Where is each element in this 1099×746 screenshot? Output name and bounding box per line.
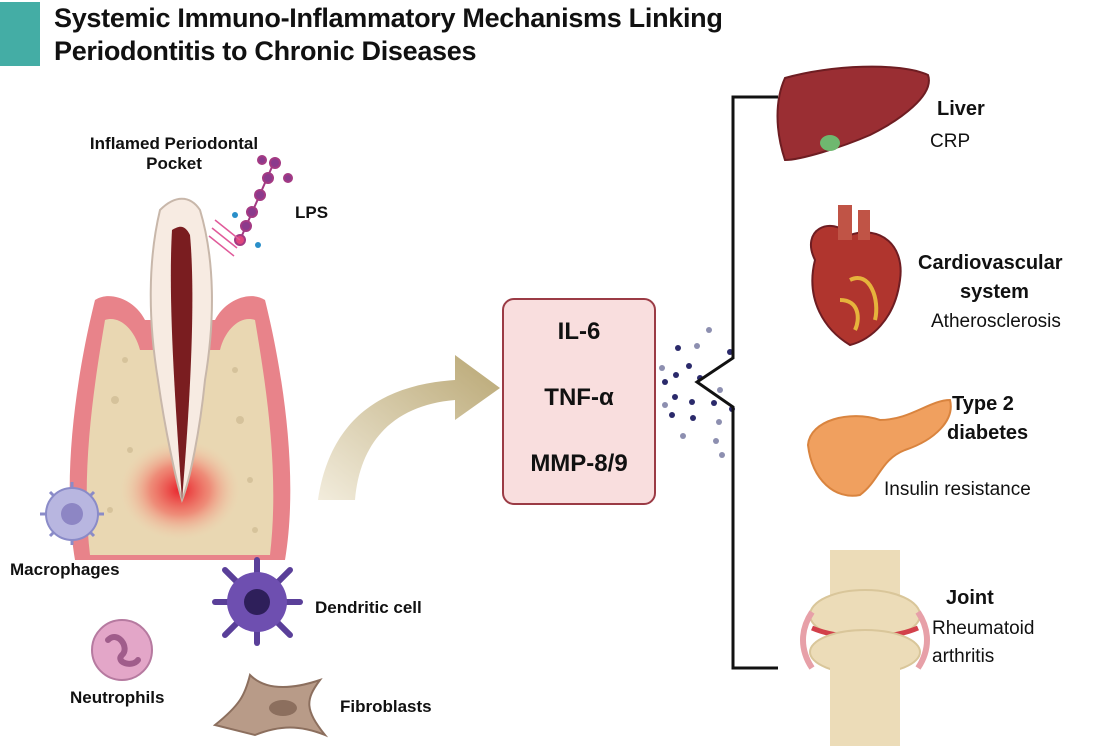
macrophages-label: Macrophages	[10, 560, 120, 579]
pocket-label-line-1: Inflamed Periodontal	[89, 134, 259, 153]
dendritic-cell-icon	[212, 557, 303, 646]
macrophage-icon	[40, 482, 104, 545]
cytokine-mmp: MMP-8/9	[530, 450, 628, 477]
organ-diabetes-name-2: diabetes	[947, 422, 1029, 444]
cytokine-box: IL-6 TNF-α MMP-8/9	[502, 298, 656, 505]
page-title: Systemic Immuno-Inflammatory Mechanisms …	[54, 2, 723, 68]
fibroblasts-label: Fibroblasts	[340, 697, 432, 716]
organ-liver-name: Liver	[937, 98, 985, 120]
title-line-1: Systemic Immuno-Inflammatory Mechanisms …	[54, 3, 723, 33]
pocket-label: Inflamed Periodontal Pocket	[64, 134, 284, 174]
title-line-2: Periodontitis to Chronic Diseases	[54, 36, 477, 66]
neutrophils-label: Neutrophils	[70, 688, 165, 707]
cytokine-particles	[659, 327, 735, 458]
cytokine-tnf-alpha: TNF-α	[544, 384, 614, 411]
knee-joint-icon	[800, 550, 930, 746]
title-accent-bar	[0, 2, 40, 66]
lps-label: LPS	[295, 203, 329, 222]
curved-arrow	[318, 355, 500, 500]
tooth-illustration	[69, 197, 291, 560]
organ-joint-effect-2: arthritis	[932, 646, 995, 667]
organ-cardio-name-2: system	[960, 281, 1029, 303]
pocket-label-line-2: Pocket	[146, 154, 202, 173]
organ-joint-name: Joint	[946, 587, 994, 609]
cytokine-il6: IL-6	[557, 318, 601, 345]
organ-joint-effect-1: Rheumatoid	[932, 618, 1035, 639]
fibroblast-icon	[212, 673, 329, 738]
organ-diabetes-name-1: Type 2	[952, 393, 1014, 415]
dendritic-cell-label: Dendritic cell	[315, 598, 422, 617]
lps-molecule-icon	[208, 155, 293, 257]
organ-bracket	[694, 95, 778, 670]
heart-icon	[809, 205, 902, 347]
organ-cardio-effect: Atherosclerosis	[931, 311, 1061, 332]
pancreas-icon	[806, 398, 952, 497]
organ-cardio-name-1: Cardiovascular	[918, 252, 1063, 274]
liver-icon	[776, 65, 930, 162]
neutrophil-icon	[91, 619, 153, 681]
organ-liver-effect: CRP	[930, 131, 971, 152]
organ-diabetes-effect: Insulin resistance	[884, 479, 1031, 500]
